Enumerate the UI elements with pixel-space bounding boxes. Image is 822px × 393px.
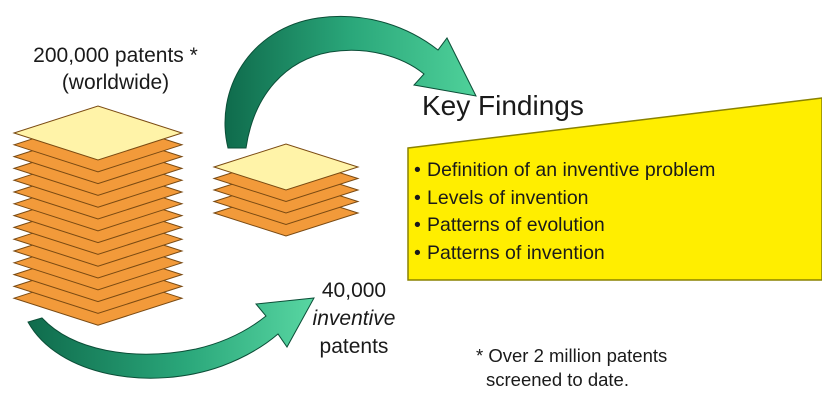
finding-text: Patterns of evolution [427,214,605,236]
inventive-patents-count: 40,000 [321,279,387,302]
footnote-line-1: * Over 2 million patents [476,345,668,366]
bullet-icon: • [414,186,421,209]
footnote: * Over 2 million patents screened to dat… [476,344,667,392]
worldwide-patents-count: 200,000 patents * [33,44,198,67]
finding-text: Levels of invention [427,186,589,209]
finding-item: • Patterns of invention [414,240,715,268]
arrow-bottom-icon [27,297,315,379]
worldwide-patents-label: 200,000 patents * (worldwide) [8,42,223,96]
arrow-top-icon [224,15,477,149]
bullet-icon: • [414,159,421,181]
finding-item: • Levels of invention [414,185,715,213]
bullet-icon: • [414,241,421,264]
small-patent-stack-icon [212,143,360,237]
large-patent-stack-icon [12,105,184,326]
finding-item: • Patterns of evolution [414,212,715,240]
inventive-patents-label: 40,000 inventive patents [296,277,412,361]
bullet-icon: • [414,214,421,236]
key-findings-title: Key Findings [422,90,584,121]
finding-text: Patterns of invention [427,241,605,264]
inventive-patents-qualifier: inventive [312,307,396,330]
key-findings-list: • Definition of an inventive problem • Lev… [414,157,715,267]
finding-item: • Definition of an inventive problem [414,157,715,185]
finding-text: Definition of an inventive problem [427,159,716,181]
top-sheet [12,105,184,161]
top-sheet [212,143,360,191]
inventive-patents-noun: patents [319,335,389,358]
key-findings-callout [407,97,822,281]
footnote-line-2: screened to date. [486,369,629,390]
worldwide-patents-scope: (worldwide) [61,71,170,94]
